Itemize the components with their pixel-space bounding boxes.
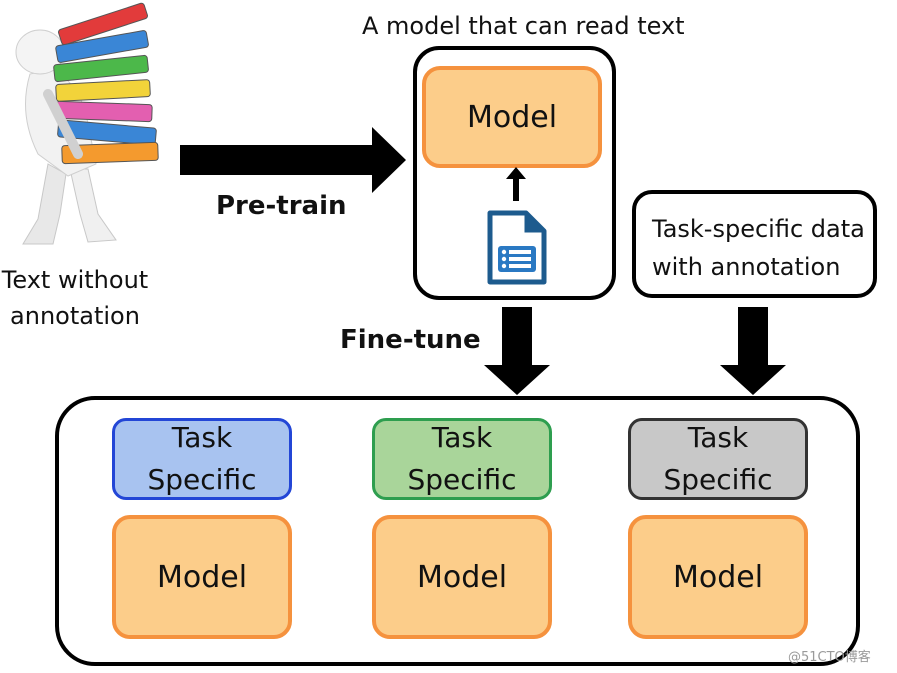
pretrain-label: Pre-train — [216, 191, 347, 221]
task-specific-box-2: Task Specific — [372, 418, 552, 500]
task-specific-label: Task — [687, 421, 749, 454]
up-arrow-icon — [506, 167, 526, 201]
task-data-box: Task-specific data with annotation — [632, 190, 877, 298]
task-specific-label: Specific — [407, 463, 517, 496]
top-model-box: Model — [422, 66, 602, 168]
task-specific-label: Specific — [663, 463, 773, 496]
left-caption-line-2: annotation — [10, 302, 140, 330]
model-label: Model — [156, 559, 248, 595]
left-caption-line-1: Text without — [1, 266, 149, 294]
finetune-label: Fine-tune — [340, 325, 481, 355]
watermark: @51CTO博客 — [788, 650, 871, 665]
task-data-arrow — [720, 307, 786, 395]
task-specific-label: Task — [431, 421, 493, 454]
task-specific-box-3: Task Specific — [628, 418, 808, 500]
task-specific-label: Specific — [147, 463, 257, 496]
top-caption: A model that can read text — [362, 12, 685, 40]
task-specific-label: Task — [171, 421, 233, 454]
person-carrying-binders-icon — [15, 2, 159, 245]
left-caption: Text without annotation — [0, 262, 150, 334]
finetune-arrow — [484, 307, 550, 395]
model-label: Model — [416, 559, 508, 595]
model-box-1: Model — [112, 515, 292, 639]
document-icon — [487, 210, 547, 285]
task-specific-box-1: Task Specific — [112, 418, 292, 500]
top-model-label: Model — [466, 99, 558, 135]
task-data-line-2: with annotation — [652, 253, 841, 281]
model-box-2: Model — [372, 515, 552, 639]
task-data-line-1: Task-specific data — [652, 215, 865, 243]
model-label: Model — [672, 559, 764, 595]
pretrain-arrow — [180, 127, 406, 193]
model-box-3: Model — [628, 515, 808, 639]
